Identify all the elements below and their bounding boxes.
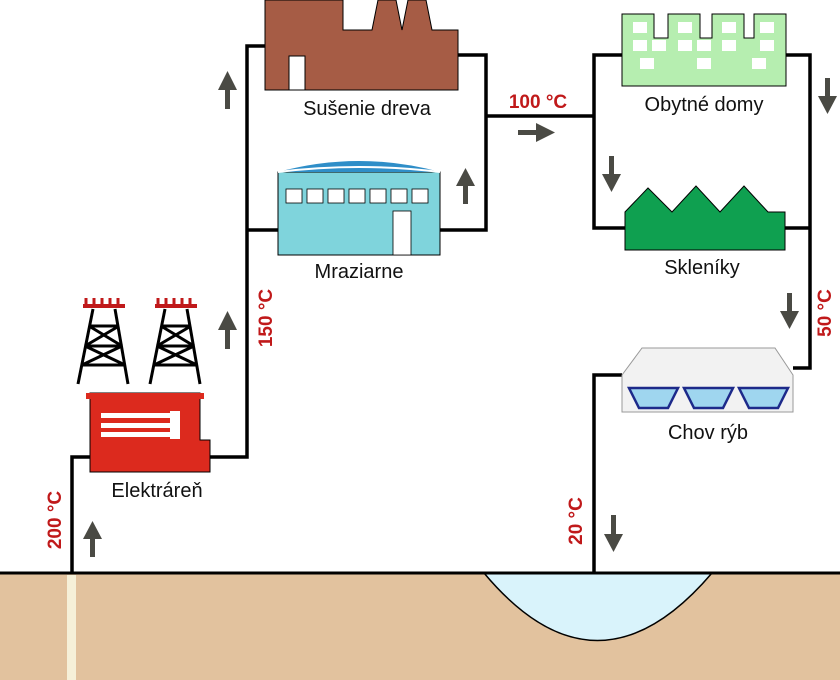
- reservoir-lake: [482, 572, 714, 642]
- arrow-up-icon: [218, 311, 237, 349]
- arrow-up-icon: [218, 71, 237, 109]
- ground: [0, 573, 840, 680]
- well-bore: [67, 575, 76, 680]
- arrow-down-icon: [604, 515, 623, 552]
- temp-label-150: 150 °C: [256, 289, 277, 348]
- label-fish-farming: Chov rýb: [668, 422, 748, 444]
- arrow-up-icon: [456, 168, 475, 204]
- arrow-down-icon: [780, 293, 799, 329]
- wood-drying-factory-icon: [264, 0, 459, 91]
- arrow-right-icon: [518, 123, 555, 142]
- label-residential: Obytné domy: [645, 94, 764, 116]
- label-wood-drying: Sušenie dreva: [303, 98, 432, 120]
- arrow-up-icon: [83, 521, 102, 557]
- drilling-rig-icon: [148, 298, 202, 385]
- residential-buildings-icon: [621, 13, 787, 87]
- label-power-plant: Elektráreň: [111, 480, 202, 502]
- flow-arrows: [83, 71, 837, 557]
- drilling-rig-icon: [76, 298, 130, 385]
- temp-label-100: 100 °C: [509, 92, 568, 113]
- cold-storage-icon: [277, 161, 441, 256]
- fish-farm-icon: [621, 347, 794, 413]
- arrow-down-icon: [602, 156, 621, 192]
- power-plant-icon: [86, 392, 211, 473]
- pipe-network: [70, 44, 812, 573]
- temp-label-50: 50 °C: [815, 289, 836, 337]
- temp-label-20: 20 °C: [566, 497, 587, 545]
- temp-label-200: 200 °C: [45, 491, 66, 550]
- arrow-down-icon: [818, 78, 837, 114]
- label-greenhouses: Skleníky: [664, 257, 740, 279]
- greenhouse-icon: [624, 185, 786, 251]
- label-cold-storage: Mraziarne: [315, 261, 404, 283]
